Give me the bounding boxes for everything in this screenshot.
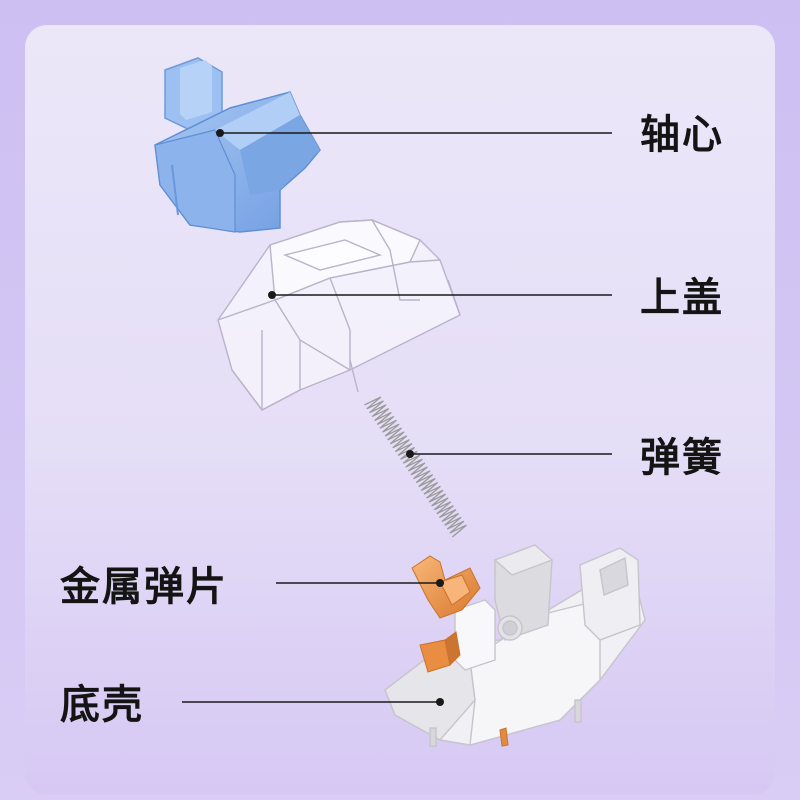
leader-lines: [182, 132, 612, 703]
dot-spring: [406, 450, 414, 458]
label-spring: 弹簧: [640, 435, 724, 481]
leader-dots: [216, 129, 444, 706]
metal-leaf-part: [411, 555, 509, 747]
dot-bottom-housing: [436, 698, 444, 706]
bottom-housing-part: [384, 544, 646, 747]
label-metal-leaf: 金属弹片: [60, 564, 228, 610]
stem-part: [154, 57, 321, 233]
label-top-housing: 上盖: [640, 275, 724, 321]
top-housing-part: [217, 219, 461, 411]
label-bottom-housing: 底壳: [60, 682, 144, 728]
spring-part: [364, 396, 467, 538]
dot-stem: [216, 129, 224, 137]
label-stem: 轴心: [640, 112, 724, 158]
dot-top-housing: [268, 291, 276, 299]
dot-metal-leaf: [436, 579, 444, 587]
